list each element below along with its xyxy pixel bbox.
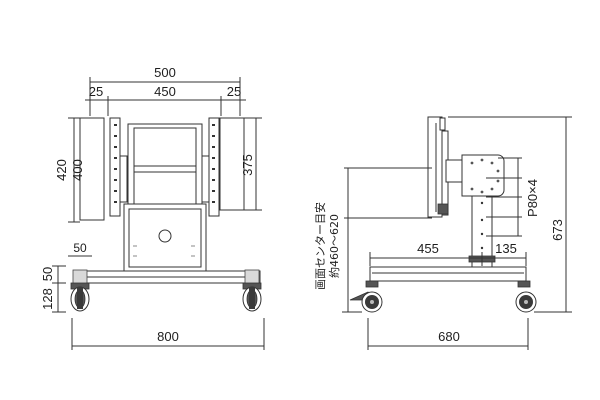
side-front-caster bbox=[349, 280, 383, 313]
cable-hole bbox=[158, 229, 172, 243]
dim-depth: 680 bbox=[438, 329, 460, 344]
front-left-caster bbox=[70, 269, 90, 312]
pitch-label: P80×4 bbox=[525, 179, 540, 217]
side-view: 455 135 画面センター目安 約460〜620 P80×4 673 680 bbox=[313, 116, 572, 350]
dim-caster-50: 50 bbox=[73, 241, 87, 255]
side-bottom-hook bbox=[437, 203, 449, 215]
left-bracket-plate bbox=[119, 155, 128, 203]
hinge-holes bbox=[470, 158, 500, 194]
dim-base-rear: 135 bbox=[495, 241, 517, 256]
upper-frame-inner bbox=[133, 127, 197, 207]
side-hinge bbox=[461, 154, 505, 197]
column-holes bbox=[480, 201, 484, 250]
left-panel bbox=[79, 117, 105, 221]
dim-mount-height: 420 bbox=[54, 159, 69, 181]
dim-total-height: 673 bbox=[550, 219, 565, 241]
side-top-hook bbox=[439, 117, 446, 131]
dim-left-offset: 25 bbox=[89, 84, 103, 99]
dim-overall-width: 500 bbox=[154, 65, 176, 80]
screen-center-range: 約460〜620 bbox=[327, 214, 341, 278]
dim-bracket-height: 375 bbox=[240, 154, 255, 176]
front-right-caster bbox=[242, 269, 262, 312]
dim-base-height: 128 bbox=[40, 288, 55, 310]
side-arm bbox=[445, 159, 463, 183]
front-view: 500 450 25 25 420 400 375 50 50 128 800 bbox=[40, 65, 265, 350]
screen-center-label: 画面センター目安 bbox=[313, 202, 327, 290]
side-screen-plate bbox=[427, 116, 443, 218]
dim-base-front: 455 bbox=[417, 241, 439, 256]
side-base bbox=[369, 266, 527, 282]
right-panel bbox=[219, 117, 245, 211]
dim-base-width: 800 bbox=[157, 329, 179, 344]
column-inner bbox=[128, 208, 202, 268]
dim-mount-inner-height: 400 bbox=[70, 159, 85, 181]
right-bracket-plate bbox=[201, 155, 210, 203]
dim-right-offset: 25 bbox=[227, 84, 241, 99]
side-rear-caster bbox=[515, 280, 537, 313]
dim-vesa-span: 450 bbox=[154, 84, 176, 99]
rail-holes bbox=[114, 124, 215, 203]
dim-base-50: 50 bbox=[40, 267, 55, 281]
